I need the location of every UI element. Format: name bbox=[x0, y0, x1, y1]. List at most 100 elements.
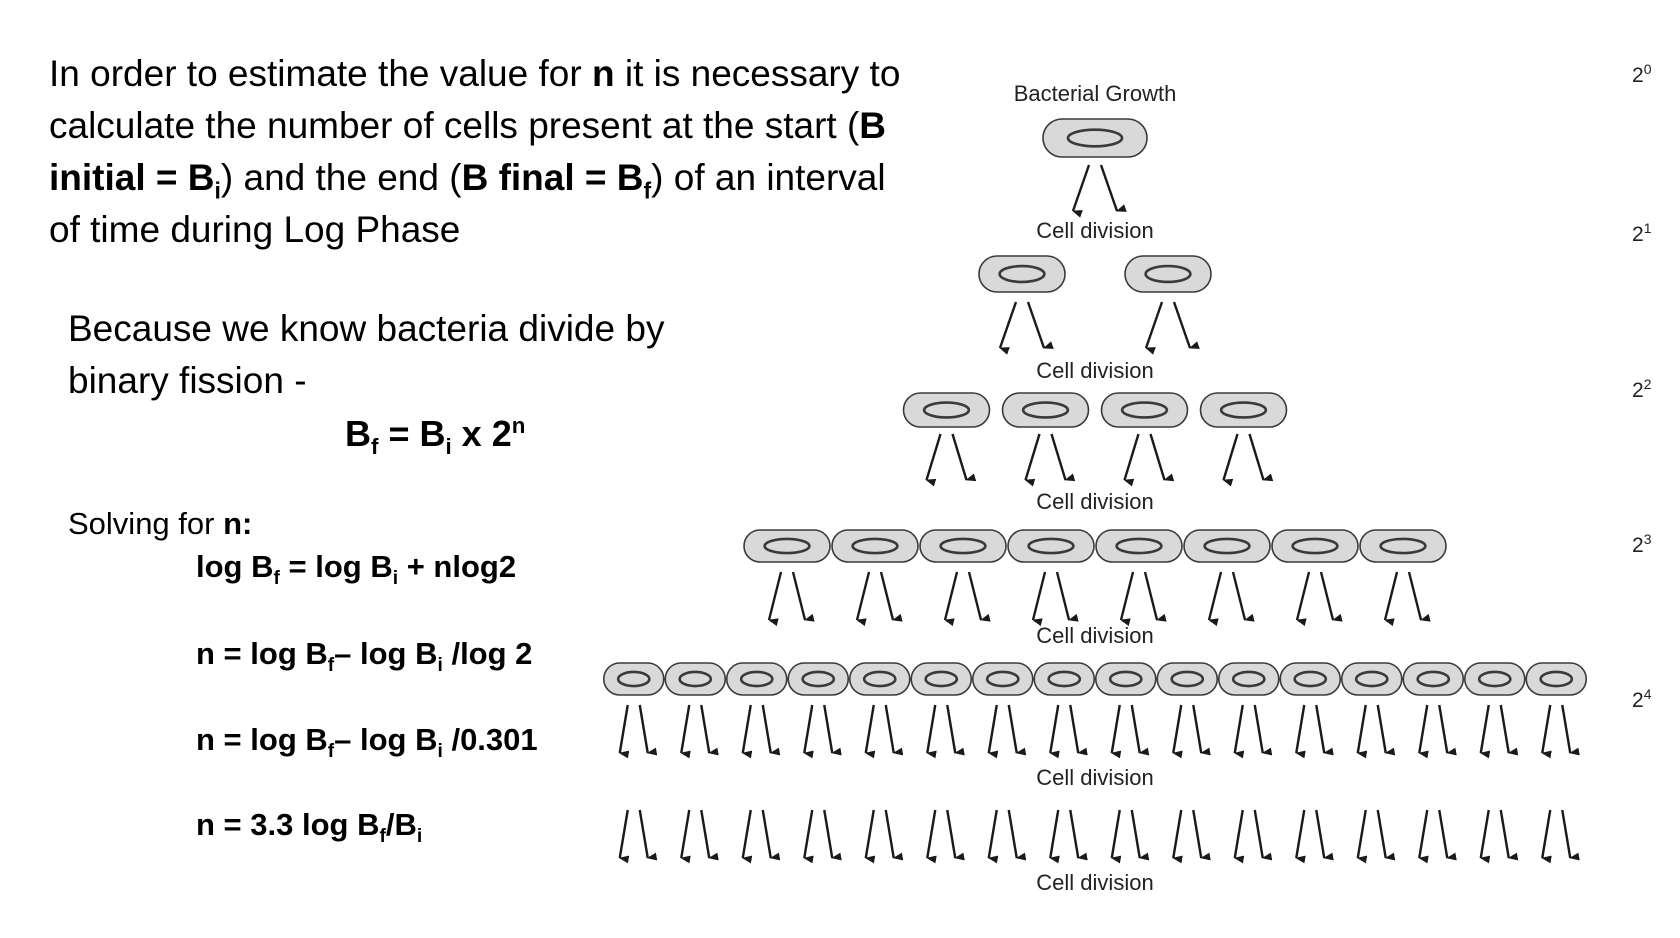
power-label-1: 21 bbox=[1632, 220, 1652, 246]
arrow-gen3-0-right bbox=[791, 571, 815, 622]
arrow-final-11-right bbox=[1315, 809, 1334, 861]
cell-gen4-11-nucleoid bbox=[1293, 670, 1328, 688]
arrow-final-5-left bbox=[926, 809, 937, 864]
cell-gen2-0 bbox=[902, 392, 991, 428]
arrow-gen3-4-right bbox=[1143, 571, 1167, 622]
intro-paragraph: In order to estimate the value for n it … bbox=[49, 48, 909, 256]
cell-gen4-12-nucleoid bbox=[1354, 670, 1389, 688]
cell-gen2-3 bbox=[1199, 392, 1288, 428]
arrow-final-5-right bbox=[946, 809, 965, 861]
power-label-3: 23 bbox=[1632, 531, 1652, 557]
arrow-gen2-1-left bbox=[1024, 433, 1041, 487]
cell-gen3-5 bbox=[1183, 529, 1271, 563]
cell-gen3-3-nucleoid bbox=[1027, 537, 1075, 555]
cell-gen2-1 bbox=[1001, 392, 1090, 428]
arrow-final-14-right bbox=[1499, 809, 1519, 861]
arrow-gen4-13-left bbox=[1418, 704, 1429, 759]
arrow-final-9-left bbox=[1172, 809, 1183, 864]
cell-gen4-10 bbox=[1217, 662, 1280, 696]
intro-text-3: ) and the end ( bbox=[220, 157, 462, 198]
cell-gen3-7-nucleoid bbox=[1379, 537, 1427, 555]
cell-gen3-5-nucleoid bbox=[1203, 537, 1251, 555]
arrow-final-11-left bbox=[1295, 809, 1306, 864]
power-label-0: 20 bbox=[1632, 61, 1652, 87]
arrow-final-10-right bbox=[1253, 809, 1273, 861]
cell-gen4-8-nucleoid bbox=[1108, 670, 1143, 688]
arrow-final-1-right bbox=[700, 809, 719, 861]
cell-gen4-0-nucleoid bbox=[616, 670, 651, 688]
cell-gen4-5-nucleoid bbox=[924, 670, 959, 688]
cell-gen3-6-nucleoid bbox=[1291, 537, 1339, 555]
arrow-gen4-12-left bbox=[1356, 704, 1368, 759]
cell-gen4-1 bbox=[664, 662, 727, 696]
cell-gen4-13 bbox=[1402, 662, 1465, 696]
arrow-gen3-5-left bbox=[1207, 571, 1223, 627]
arrow-gen4-7-left bbox=[1049, 704, 1060, 759]
intro-b-final: B final = Bf bbox=[461, 157, 652, 204]
arrow-gen4-7-right bbox=[1069, 704, 1088, 756]
arrow-gen0-0-left bbox=[1071, 164, 1091, 218]
arrow-gen2-0-left bbox=[925, 433, 942, 487]
arrow-gen3-4-left bbox=[1119, 571, 1135, 627]
arrow-final-4-left bbox=[864, 809, 876, 864]
arrow-gen4-10-left bbox=[1233, 704, 1245, 759]
cell-gen3-6 bbox=[1271, 529, 1359, 563]
cell-gen4-3-nucleoid bbox=[801, 670, 836, 688]
arrow-gen2-3-left bbox=[1222, 433, 1239, 487]
cell-gen4-0 bbox=[602, 662, 665, 696]
cell-gen3-7 bbox=[1359, 529, 1447, 563]
binary-fission-statement: Because we know bacteria divide by binar… bbox=[68, 308, 665, 401]
arrow-gen4-3-right bbox=[823, 704, 842, 756]
cell-gen2-2-nucleoid bbox=[1120, 401, 1169, 419]
cell-gen0-0 bbox=[1042, 118, 1148, 158]
arrow-gen4-3-left bbox=[803, 704, 814, 759]
arrow-gen2-0-right bbox=[951, 433, 977, 482]
power-label-2: 22 bbox=[1632, 376, 1652, 402]
cell-division-label-4: Cell division bbox=[1036, 765, 1153, 790]
cell-gen4-6 bbox=[971, 662, 1034, 696]
arrow-gen4-14-right bbox=[1499, 704, 1519, 756]
arrow-final-3-right bbox=[823, 809, 842, 861]
arrow-gen4-14-left bbox=[1479, 704, 1491, 759]
cell-gen4-5 bbox=[910, 662, 973, 696]
arrow-gen3-3-right bbox=[1055, 571, 1079, 622]
arrow-gen1-1-left bbox=[1144, 301, 1164, 355]
intro-text-4: ) of an interval of time during Log Phas… bbox=[49, 157, 886, 250]
cell-gen3-3 bbox=[1007, 529, 1095, 563]
arrow-final-0-right bbox=[638, 809, 658, 861]
arrow-gen4-8-left bbox=[1110, 704, 1122, 759]
intro-text-1: In order to estimate the value for bbox=[49, 53, 592, 94]
intro-n: n bbox=[591, 53, 615, 94]
arrow-gen3-7-left bbox=[1383, 571, 1399, 627]
arrow-final-13-left bbox=[1418, 809, 1429, 864]
arrow-gen4-6-left bbox=[987, 704, 999, 759]
equation-n-33: n = 3.3 log Bf/Bi bbox=[196, 807, 423, 848]
arrow-gen4-13-right bbox=[1438, 704, 1457, 756]
arrow-final-4-right bbox=[884, 809, 904, 861]
power-label-4: 24 bbox=[1632, 686, 1652, 712]
cell-gen4-14 bbox=[1463, 662, 1526, 696]
cell-division-label-0: Cell division bbox=[1036, 218, 1153, 243]
diagram-title: Bacterial Growth bbox=[1014, 81, 1177, 106]
cell-gen3-0 bbox=[743, 529, 831, 563]
arrow-gen1-0-left bbox=[998, 301, 1018, 355]
arrow-gen3-5-right bbox=[1231, 571, 1255, 622]
arrow-gen4-15-right bbox=[1561, 704, 1580, 756]
cell-gen4-15-nucleoid bbox=[1539, 670, 1574, 688]
arrow-gen4-0-right bbox=[638, 704, 658, 756]
arrow-gen3-6-left bbox=[1295, 571, 1311, 627]
arrow-final-8-left bbox=[1110, 809, 1122, 864]
cell-gen4-10-nucleoid bbox=[1231, 670, 1266, 688]
cell-gen1-1 bbox=[1124, 255, 1212, 293]
equation-n-log2: n = log Bf– log Bi /log 2 bbox=[196, 636, 533, 677]
arrow-final-0-left bbox=[618, 809, 630, 864]
arrow-gen4-11-left bbox=[1295, 704, 1306, 759]
cell-gen4-12 bbox=[1340, 662, 1403, 696]
equation-n-0301: n = log Bf– log Bi /0.301 bbox=[196, 722, 538, 763]
arrow-gen2-2-left bbox=[1123, 433, 1140, 487]
arrow-gen4-12-right bbox=[1376, 704, 1396, 756]
arrow-gen3-3-left bbox=[1031, 571, 1047, 627]
arrow-final-10-left bbox=[1233, 809, 1245, 864]
arrow-gen4-5-left bbox=[926, 704, 937, 759]
